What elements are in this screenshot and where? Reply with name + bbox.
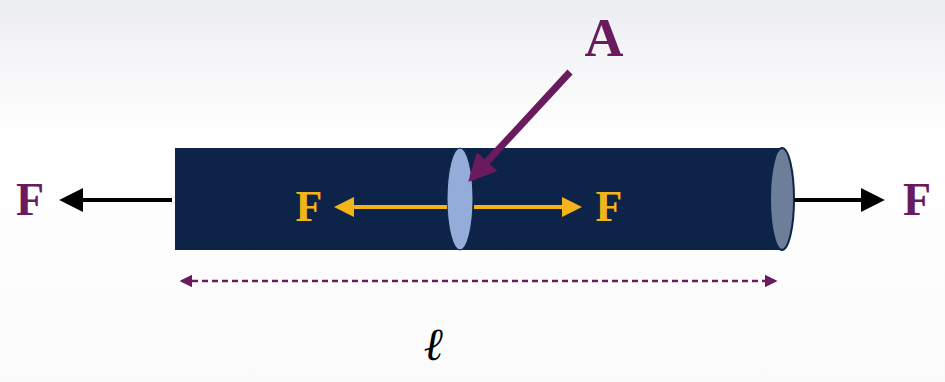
force-label: F: [903, 177, 931, 223]
rod-body: [175, 148, 782, 250]
area-label: A: [585, 11, 624, 65]
leader-arrow: [472, 72, 570, 178]
internal-force-label: F: [296, 185, 323, 229]
length-label: ℓ: [423, 322, 442, 368]
dimension-line: [182, 280, 775, 283]
force-arrow: [64, 198, 172, 202]
internal-force-label: F: [596, 185, 623, 229]
cross-section: [447, 148, 473, 250]
internal-force-arrow: [338, 205, 447, 209]
force-label: F: [16, 177, 44, 223]
force-arrow: [794, 198, 880, 202]
rod-end-face: [770, 148, 794, 250]
internal-force-arrow: [474, 205, 578, 209]
